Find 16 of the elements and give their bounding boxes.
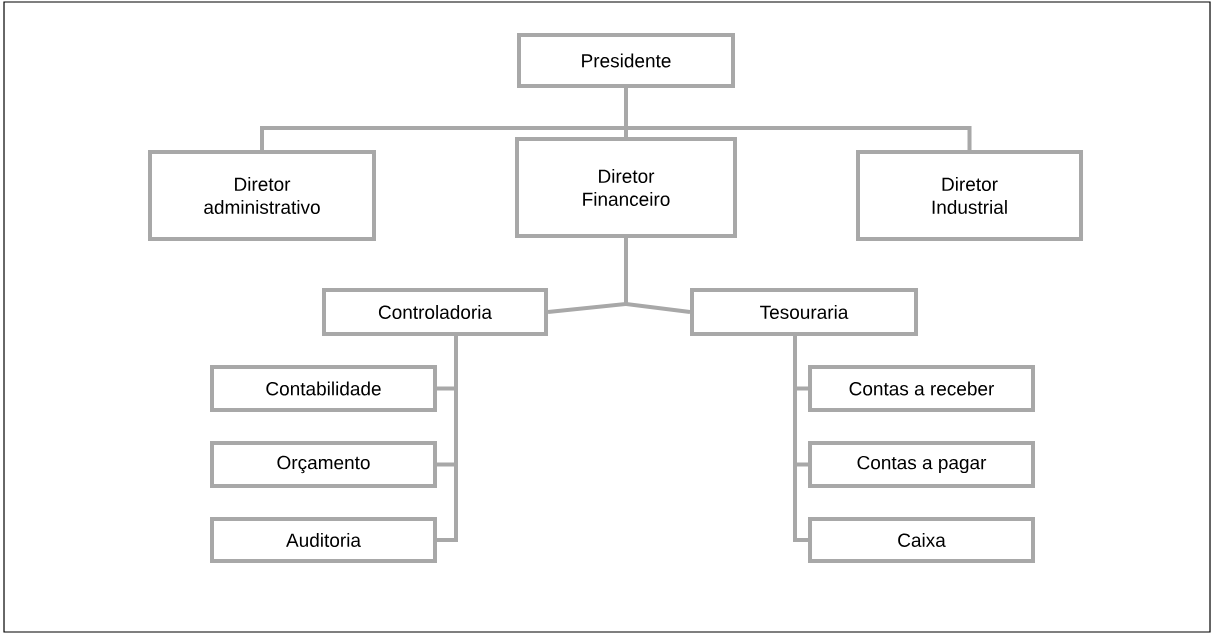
org-box: Presidente: [517, 33, 735, 88]
connector-line: [624, 238, 691, 314]
org-box: Tesouraria: [690, 288, 918, 336]
org-box: Diretor Financeiro: [515, 137, 737, 238]
connector-line: [437, 336, 458, 542]
org-box: Orçamento: [210, 441, 437, 488]
org-box: Diretor administrativo: [148, 150, 376, 241]
org-box: Contas a receber: [808, 365, 1035, 412]
org-box: Contas a pagar: [808, 441, 1035, 488]
org-box: Contabilidade: [210, 365, 437, 412]
org-box: Caixa: [808, 517, 1035, 563]
org-box: Diretor Industrial: [856, 150, 1083, 241]
connector-line: [793, 336, 808, 542]
connector-line: [624, 88, 972, 150]
org-box: Controladoria: [322, 288, 548, 336]
org-box: Auditoria: [210, 517, 437, 563]
